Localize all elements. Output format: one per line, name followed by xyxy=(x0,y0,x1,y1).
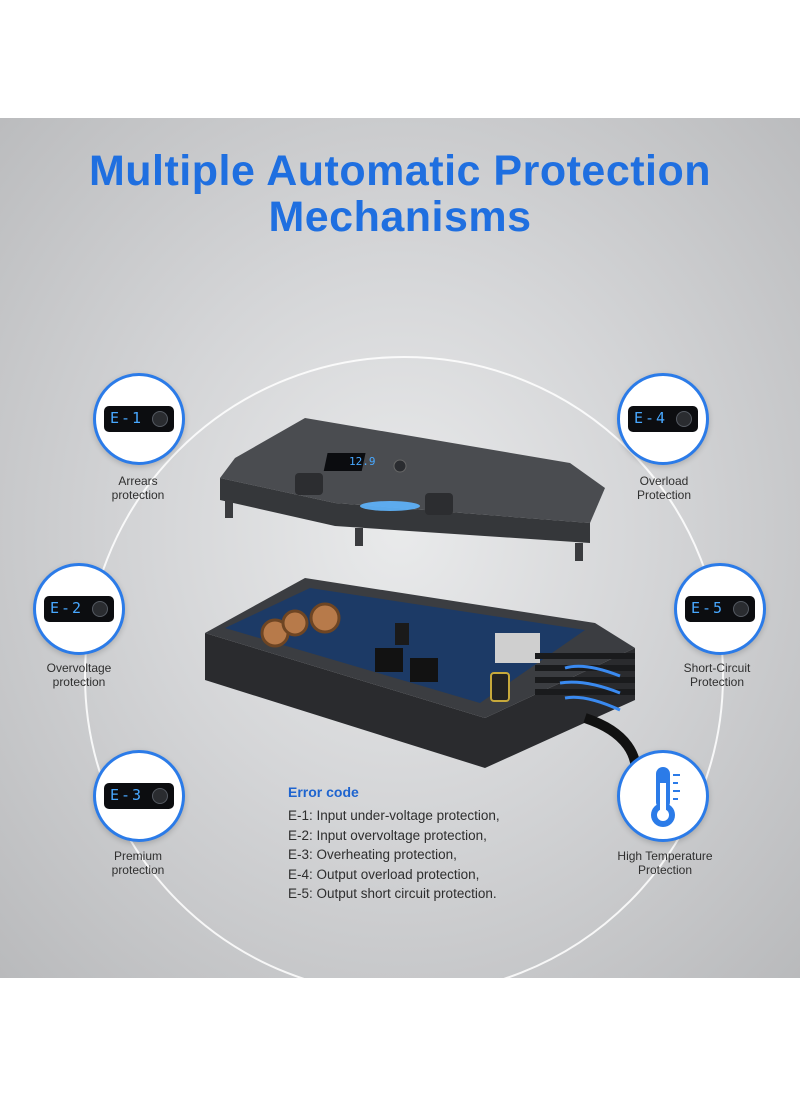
lcd-display-icon: E-4 xyxy=(628,406,698,432)
error-code-item: E-2: Input overvoltage protection, xyxy=(288,827,487,843)
label-line-1: Overload xyxy=(639,474,689,488)
lcd-display-icon: E-2 xyxy=(44,596,114,622)
error-code-display: E-5 xyxy=(691,599,725,617)
transistor-block-2 xyxy=(410,658,438,682)
usb-ports xyxy=(495,633,540,663)
feature-node-premium: E-3 xyxy=(93,750,185,842)
power-button-icon xyxy=(92,601,108,617)
airflow-arrows xyxy=(559,664,621,712)
error-code-display: E-2 xyxy=(50,599,84,617)
label-line-1: Arrears xyxy=(118,474,158,488)
feature-label-premium: Premium protection xyxy=(63,849,213,877)
error-code-item: E-4: Output overload protection, xyxy=(288,866,480,882)
label-line-1: High Temperature xyxy=(617,849,713,863)
power-button-icon xyxy=(733,601,749,617)
feature-node-overvoltage: E-2 xyxy=(33,563,125,655)
label-line-2: Protection xyxy=(636,488,692,502)
label-line-2: protection xyxy=(52,675,106,689)
feature-label-overvoltage: Overvoltage protection xyxy=(4,661,154,689)
power-button-icon xyxy=(152,788,168,804)
error-code-display: E-1 xyxy=(110,409,144,427)
inverter-device-illustration xyxy=(205,418,642,788)
lcd-display-icon: E-5 xyxy=(685,596,755,622)
capacitor-1 xyxy=(395,623,409,645)
background-panel: Multiple Automatic Protection Mechanisms xyxy=(0,118,800,978)
feature-label-overload: Overload Protection xyxy=(589,474,739,502)
feature-node-short-circuit: E-5 xyxy=(674,563,766,655)
label-line-1: Overvoltage xyxy=(46,661,112,675)
lcd-display-icon: E-1 xyxy=(104,406,174,432)
lcd-display-icon: E-3 xyxy=(104,783,174,809)
central-ring xyxy=(84,356,724,978)
toroid-coil-2 xyxy=(281,609,309,637)
error-code-title: Error code xyxy=(288,784,359,800)
power-button-icon xyxy=(152,411,168,427)
error-code-item: E-3: Overheating protection, xyxy=(288,847,457,862)
feature-label-arrears: Arrears protection xyxy=(63,474,213,502)
label-line-1: Short-Circuit xyxy=(683,661,751,675)
label-line-2: Protection xyxy=(637,863,693,877)
page-title-line-2: Mechanisms xyxy=(268,193,532,241)
label-line-2: protection xyxy=(111,488,165,502)
label-line-2: Protection xyxy=(689,675,745,689)
feature-label-high-temperature: High Temperature Protection xyxy=(590,849,740,877)
error-code-item: E-5: Output short circuit protection. xyxy=(288,886,497,901)
feature-node-overload: E-4 xyxy=(617,373,709,465)
transistor-block-1 xyxy=(375,648,403,672)
capacitor-2 xyxy=(490,672,510,702)
top-lid xyxy=(220,418,605,561)
label-line-1: Premium xyxy=(113,849,162,863)
toroid-coil-3 xyxy=(309,602,341,634)
error-code-display: E-3 xyxy=(110,786,144,804)
thermometer-icon xyxy=(651,767,680,827)
feature-node-high-temperature xyxy=(617,750,709,842)
feature-node-arrears: E-1 xyxy=(93,373,185,465)
device-display-readout: 12.9 xyxy=(349,455,376,468)
error-code-item: E-1: Input under-voltage protection, xyxy=(288,808,500,823)
page-title-line-1: Multiple Automatic Protection xyxy=(88,147,712,195)
power-button-icon xyxy=(676,411,692,427)
label-line-2: protection xyxy=(111,863,165,877)
error-code-display: E-4 xyxy=(634,409,668,427)
housing-side xyxy=(205,633,635,768)
feature-label-short-circuit: Short-Circuit Protection xyxy=(642,661,792,689)
error-code-legend: Error code E-1: Input under-voltage prot… xyxy=(288,784,568,904)
